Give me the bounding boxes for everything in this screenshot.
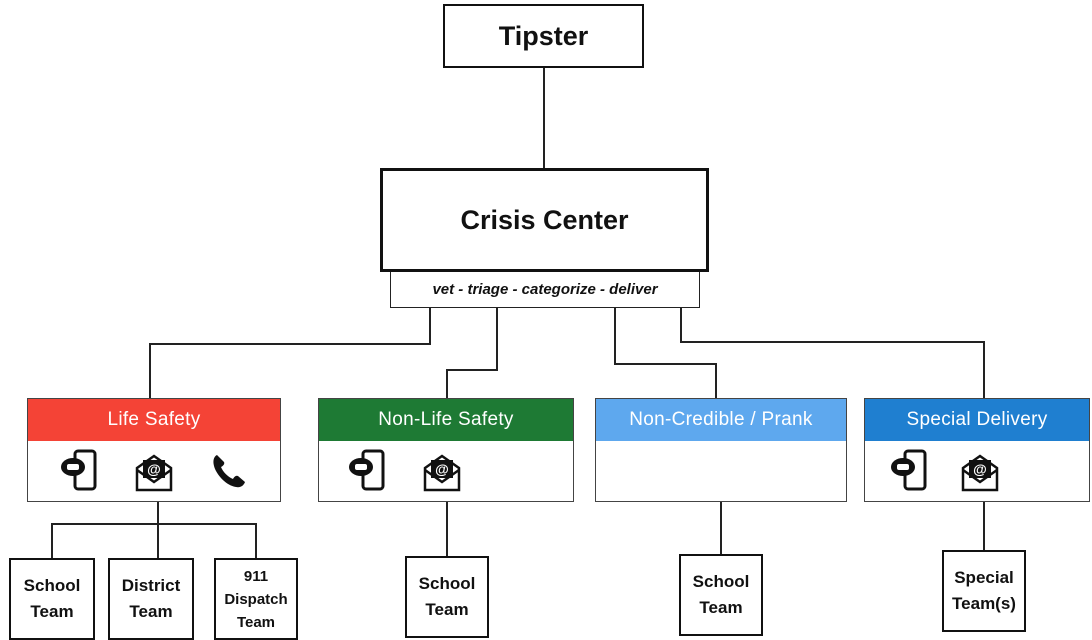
phone-message-icon [59,449,99,493]
crisis-center-box: Crisis Center [380,168,709,272]
email-icon: @ [133,450,175,492]
team-box-school-noncredible: School Team [679,554,763,636]
svg-text:@: @ [435,461,449,477]
team-label: School Team [418,574,476,619]
phone-message-icon [347,449,387,493]
email-icon: @ [959,450,1001,492]
team-box-district: District Team [108,558,194,640]
team-label: Special Team(s) [952,568,1016,613]
category-header: Life Safety [28,399,280,441]
tipster-label: Tipster [498,20,589,51]
category-header: Special Delivery [865,399,1089,441]
team-box-911-dispatch: 911 Dispatch Team [214,558,298,640]
svg-text:@: @ [973,461,987,477]
team-label: 911 Dispatch Team [224,567,288,631]
tipster-box: Tipster [443,4,644,68]
category-special-delivery: Special Delivery @ [864,398,1090,502]
category-life-safety: Life Safety @ [27,398,281,502]
category-header: Non-Life Safety [319,399,573,441]
team-label: School Team [23,576,81,621]
phone-message-icon [889,449,929,493]
team-box-school: School Team [9,558,95,640]
team-box-school-nonlife: School Team [405,556,489,638]
crisis-center-label: Crisis Center [460,204,629,235]
team-label: District Team [121,576,181,621]
category-header: Non-Credible / Prank [596,399,846,441]
email-icon: @ [421,450,463,492]
team-box-special: Special Team(s) [942,550,1026,632]
phone-icon [209,451,249,491]
team-label: School Team [692,572,750,617]
svg-text:@: @ [147,461,161,477]
category-non-life-safety: Non-Life Safety @ [318,398,574,502]
category-non-credible-prank: Non-Credible / Prank [595,398,847,502]
crisis-center-tagline: vet - triage - categorize - deliver [390,272,700,308]
